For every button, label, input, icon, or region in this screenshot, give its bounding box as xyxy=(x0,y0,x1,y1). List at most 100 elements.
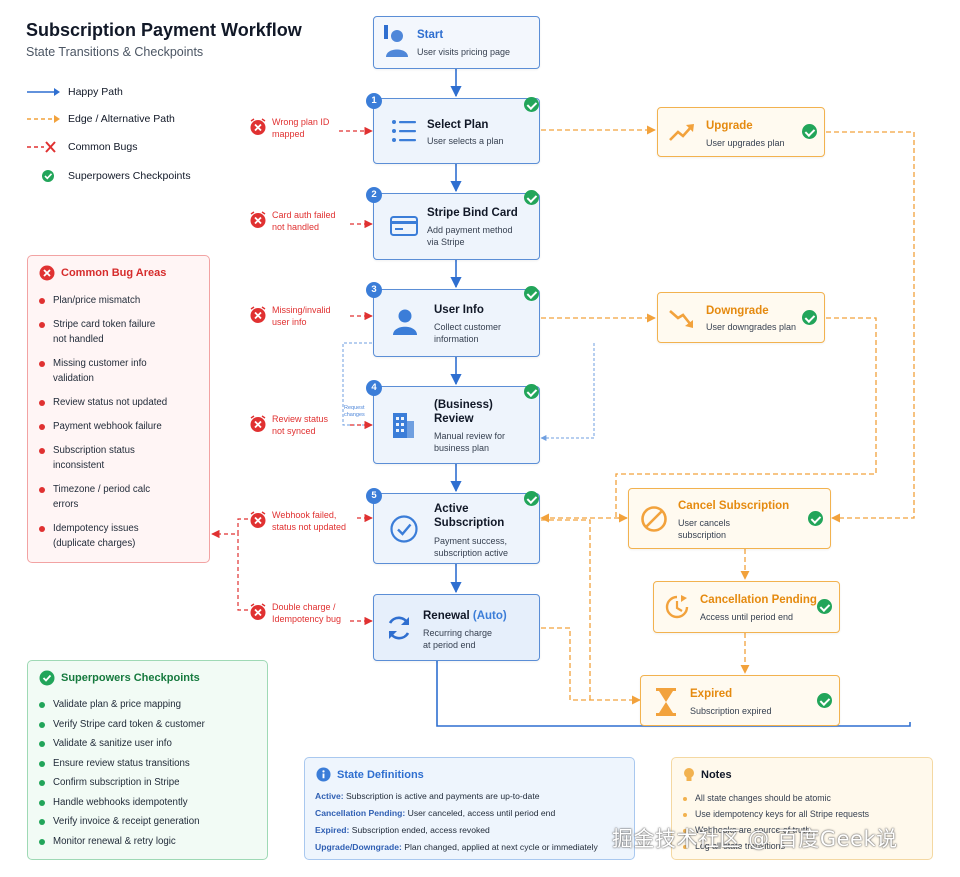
definition-text: Subscription ended, access revoked xyxy=(349,825,490,835)
alarm-x-icon xyxy=(250,211,266,228)
node-description: User downgrades plan xyxy=(706,322,797,332)
checkpoint-check-icon xyxy=(802,124,817,139)
node-description: Add payment method xyxy=(427,225,513,235)
node-start[interactable]: Start User visits pricing page xyxy=(373,16,540,69)
bug-label-line: Review status xyxy=(272,414,329,424)
bug-label-line: Webhook failed, xyxy=(272,510,337,520)
definition-term: Expired: xyxy=(315,825,350,835)
trend-down-icon xyxy=(669,310,693,328)
legend-label: Common Bugs xyxy=(68,141,138,153)
common-bug-areas-panel: Common Bug Areas Plan/price mismatch Str… xyxy=(27,255,210,563)
panel-title: Superpowers Checkpoints xyxy=(61,672,200,684)
happy-path-arrows xyxy=(436,69,911,727)
node-renewal[interactable]: Renewal (Auto) Recurring charge at perio… xyxy=(373,594,540,661)
node-upgrade[interactable]: Upgrade User upgrades plan xyxy=(657,107,825,157)
node-downgrade[interactable]: Downgrade User downgrades plan xyxy=(657,292,825,343)
bug-label-line: Idempotency bug xyxy=(272,614,342,624)
bullet-dot xyxy=(39,819,45,825)
definition-row: Expired: Subscription ended, access revo… xyxy=(315,824,490,836)
error-circle-icon xyxy=(39,265,55,281)
node-description: User upgrades plan xyxy=(706,138,785,148)
step-number-badge: 3 xyxy=(366,282,382,298)
bug-label-line: mapped xyxy=(272,129,305,139)
node-cancellation-pending[interactable]: Cancellation Pending Access until period… xyxy=(653,581,840,633)
bullet-dot xyxy=(39,526,45,532)
dashed-x-icon xyxy=(27,141,56,153)
node-user-info[interactable]: User Info Collect customer information xyxy=(373,289,540,357)
node-description: Collect customer xyxy=(434,322,502,332)
legend-common-bugs: Common Bugs xyxy=(26,141,137,153)
bullet-dot xyxy=(39,702,45,708)
alarm-x-icon xyxy=(250,603,266,620)
node-title: Active xyxy=(434,503,469,515)
item-text: Missing customer info xyxy=(53,358,147,369)
item-text: Timezone / period calc xyxy=(53,484,151,495)
node-title: Review xyxy=(434,413,474,425)
node-title: Upgrade xyxy=(706,120,753,132)
alarm-x-icon xyxy=(250,415,266,432)
bullet-dot xyxy=(683,845,687,849)
clock-icon xyxy=(665,595,689,619)
node-active-subscription[interactable]: Active Subscription Payment success, sub… xyxy=(373,493,540,564)
item-text: errors xyxy=(53,499,79,510)
bullet-dot xyxy=(39,424,45,430)
check-circle-icon xyxy=(39,670,55,686)
bullet-dot xyxy=(39,721,45,728)
lightbulb-icon xyxy=(684,768,694,781)
checkpoint-check-icon xyxy=(524,97,539,112)
page-title: Subscription Payment Workflow xyxy=(26,20,302,40)
checkpoint-check-icon xyxy=(802,310,817,325)
list-item: Idempotency issues(duplicate charges) xyxy=(39,521,139,551)
list-item: Validate plan & price mapping xyxy=(39,697,181,712)
list-item: Verify Stripe card token & customer xyxy=(39,717,205,732)
item-text: Subscription status xyxy=(53,445,135,456)
bug-arrows xyxy=(211,126,373,626)
panel-header: State Definitions xyxy=(316,767,424,782)
legend-edge-path: Edge / Alternative Path xyxy=(26,113,175,125)
list-item: Use idempotency keys for all Stripe requ… xyxy=(683,807,869,822)
bullet-dot xyxy=(39,838,45,845)
item-text: Webhooks are source of truth xyxy=(695,825,811,835)
node-title: Expired xyxy=(690,688,733,700)
bullet-dot xyxy=(39,361,45,367)
item-text: Use idempotency keys for all Stripe requ… xyxy=(695,809,870,819)
item-text: All state changes should be atomic xyxy=(695,793,831,803)
item-text: (duplicate charges) xyxy=(53,538,136,549)
node-stripe-bind-card[interactable]: Stripe Bind Card Add payment method via … xyxy=(373,193,540,260)
node-description: User selects a plan xyxy=(427,136,504,146)
node-title: Select Plan xyxy=(427,119,489,131)
node-description: Recurring charge xyxy=(423,628,493,638)
item-text: Stripe card token failure xyxy=(53,319,156,330)
step-number-badge: 5 xyxy=(366,488,382,504)
node-title: Renewal xyxy=(423,610,470,622)
node-description: business plan xyxy=(434,443,490,453)
check-circle-icon xyxy=(42,170,54,182)
legend-checkpoints: Superpowers Checkpoints xyxy=(26,168,191,184)
legend-label: Happy Path xyxy=(68,86,123,98)
hourglass-icon xyxy=(656,688,676,716)
bullet-dot xyxy=(39,780,45,786)
panel-header: Common Bug Areas xyxy=(39,265,166,281)
bullet-dot xyxy=(39,448,45,454)
node-cancel-subscription[interactable]: Cancel Subscription User cancels subscri… xyxy=(628,488,831,549)
panel-title: Common Bug Areas xyxy=(61,267,167,279)
node-business-review[interactable]: (Business) Review Manual review for busi… xyxy=(373,386,540,464)
list-item: Plan/price mismatch xyxy=(39,293,140,308)
bullet-dot xyxy=(683,829,687,833)
node-expired[interactable]: Expired Subscription expired xyxy=(640,675,840,726)
item-text: Monitor renewal & retry logic xyxy=(53,835,176,847)
checkpoint-check-icon xyxy=(808,511,823,526)
legend-label: Superpowers Checkpoints xyxy=(68,170,191,182)
node-description: information xyxy=(434,334,479,344)
panel-title: Notes xyxy=(701,769,732,781)
bullet-dot xyxy=(39,400,45,406)
definition-row: Active: Subscription is active and payme… xyxy=(315,790,540,802)
definition-term: Active: xyxy=(315,791,344,801)
side-label-line: Request xyxy=(344,405,365,411)
checkpoint-check-icon xyxy=(817,693,832,708)
node-select-plan[interactable]: Select Plan User selects a plan xyxy=(373,98,540,164)
